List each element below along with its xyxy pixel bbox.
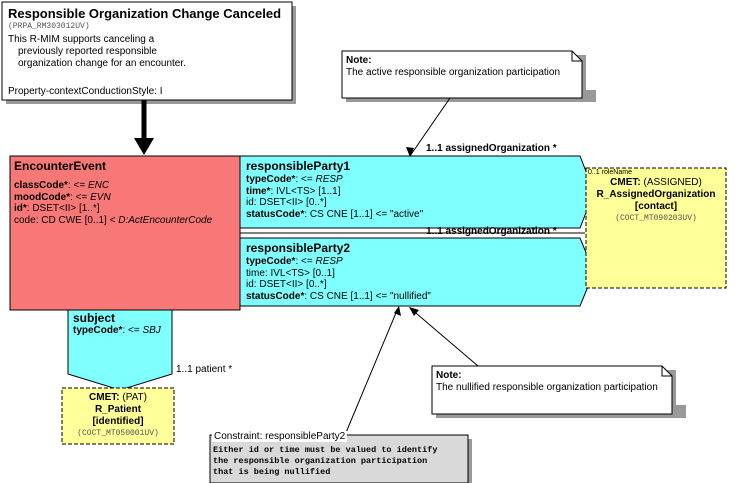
assigned-organization-label-2: 1..1 assignedOrganization * [426,226,557,237]
responsible-party-2-title: responsibleParty2 [246,241,351,255]
attribute-type-code: typeCode*: <= RESP [246,174,343,185]
subject-attribute-type-code: typeCode*: <= SBJ [73,325,161,336]
attribute-id: id: DSET<II> [0..*] [246,197,327,208]
cmet-org-id: (COCT_MT090203UV) [615,214,697,223]
responsible-party-1-attributes: typeCode*: <= RESP time*: IVL<TS> [1..1]… [246,174,423,220]
encounter-event-title: EncounterEvent [14,159,107,173]
responsible-party-1-title: responsibleParty1 [246,159,351,173]
cmet-org-box [585,167,727,289]
constraint-line: Either id or time must be valued to iden… [213,445,438,455]
note-top-text: The active responsible organization part… [346,67,561,78]
encounter-event-attributes: classCode*: <= ENC moodCode*: <= EVN id*… [14,180,212,226]
patient-association-label: 1..1 patient * [176,364,233,375]
description-line: organization change for an encounter. [18,58,186,69]
attribute-time: time*: IVL<TS> [1..1] [246,185,341,197]
cmet-patient-sub: [identified] [92,416,144,427]
page-title: Responsible Organization Change Canceled [8,6,282,21]
role-name-label: 0..1 roleName [588,169,632,176]
attribute-class-code: classCode*: <= ENC [14,180,110,191]
cmet-patient-id: (COCT_MT050001UV) [77,429,159,438]
attribute-id: id: DSET<II> [0..*] [246,279,327,290]
attribute-status-code: statusCode*: CS CNE [1..1] <= "active" [246,208,424,220]
cmet-org-content: CMET: (ASSIGNED) R_AssignedOrganization … [586,177,726,225]
responsible-party-2-attributes: typeCode*: <= RESP time: IVL<TS> [0..1] … [246,256,431,302]
constraint-body: Either id or time must be valued to iden… [213,445,437,478]
subject-title: subject [73,311,116,325]
attribute-type-code: typeCode*: <= RESP [246,256,343,267]
constraint-title: Constraint: responsibleParty2 [212,431,348,442]
description-line: previously reported responsible [18,46,157,57]
property-style: Property-contextConductionStyle: I [8,86,163,97]
cmet-org-heading: CMET: (ASSIGNED) [610,177,702,188]
encounter-event-box [9,155,241,311]
attribute-id: id*: DSET<II> [1..*] [14,203,100,214]
attribute-time: time: IVL<TS> [0..1] [246,267,335,279]
subject-shape [67,309,173,391]
attribute-status-code: statusCode*: CS CNE [1..1] <= "nullified… [246,290,431,302]
model-description: This R-MIM supports canceling a previous… [8,34,278,70]
cmet-org-sub: [contact] [634,201,678,212]
header-box [1,1,293,101]
model-id: (PRPA_RM303012UV) [8,22,90,31]
note-top-title: Note: [346,55,372,66]
note-bottom-text: The nullified responsible organization p… [436,382,658,393]
note-bottom-box [431,365,673,415]
cmet-patient-name: R_Patient [94,404,142,415]
attribute-mood-code: moodCode*: <= EVN [14,191,111,203]
constraint-box [209,434,469,483]
cmet-org-name: R_AssignedOrganization [596,189,716,200]
description-line: This R-MIM supports canceling a [8,34,155,45]
constraint-line: that is being nullified [213,467,331,477]
note-bottom-title: Note: [436,370,462,381]
cmet-patient-box [61,387,175,445]
cmet-patient-heading: CMET: (PAT) [89,392,147,403]
assigned-organization-label-1: 1..1 assignedOrganization * [426,143,557,154]
attribute-code: code: CD CWE [0..1] < D:ActEncounterCode [14,214,213,226]
constraint-line: the responsible organization participati… [213,456,428,466]
responsible-party-2-shape [239,237,595,307]
cmet-patient-content: CMET: (PAT) R_Patient [identified] (COCT… [62,392,174,440]
note-top-box [341,50,583,99]
